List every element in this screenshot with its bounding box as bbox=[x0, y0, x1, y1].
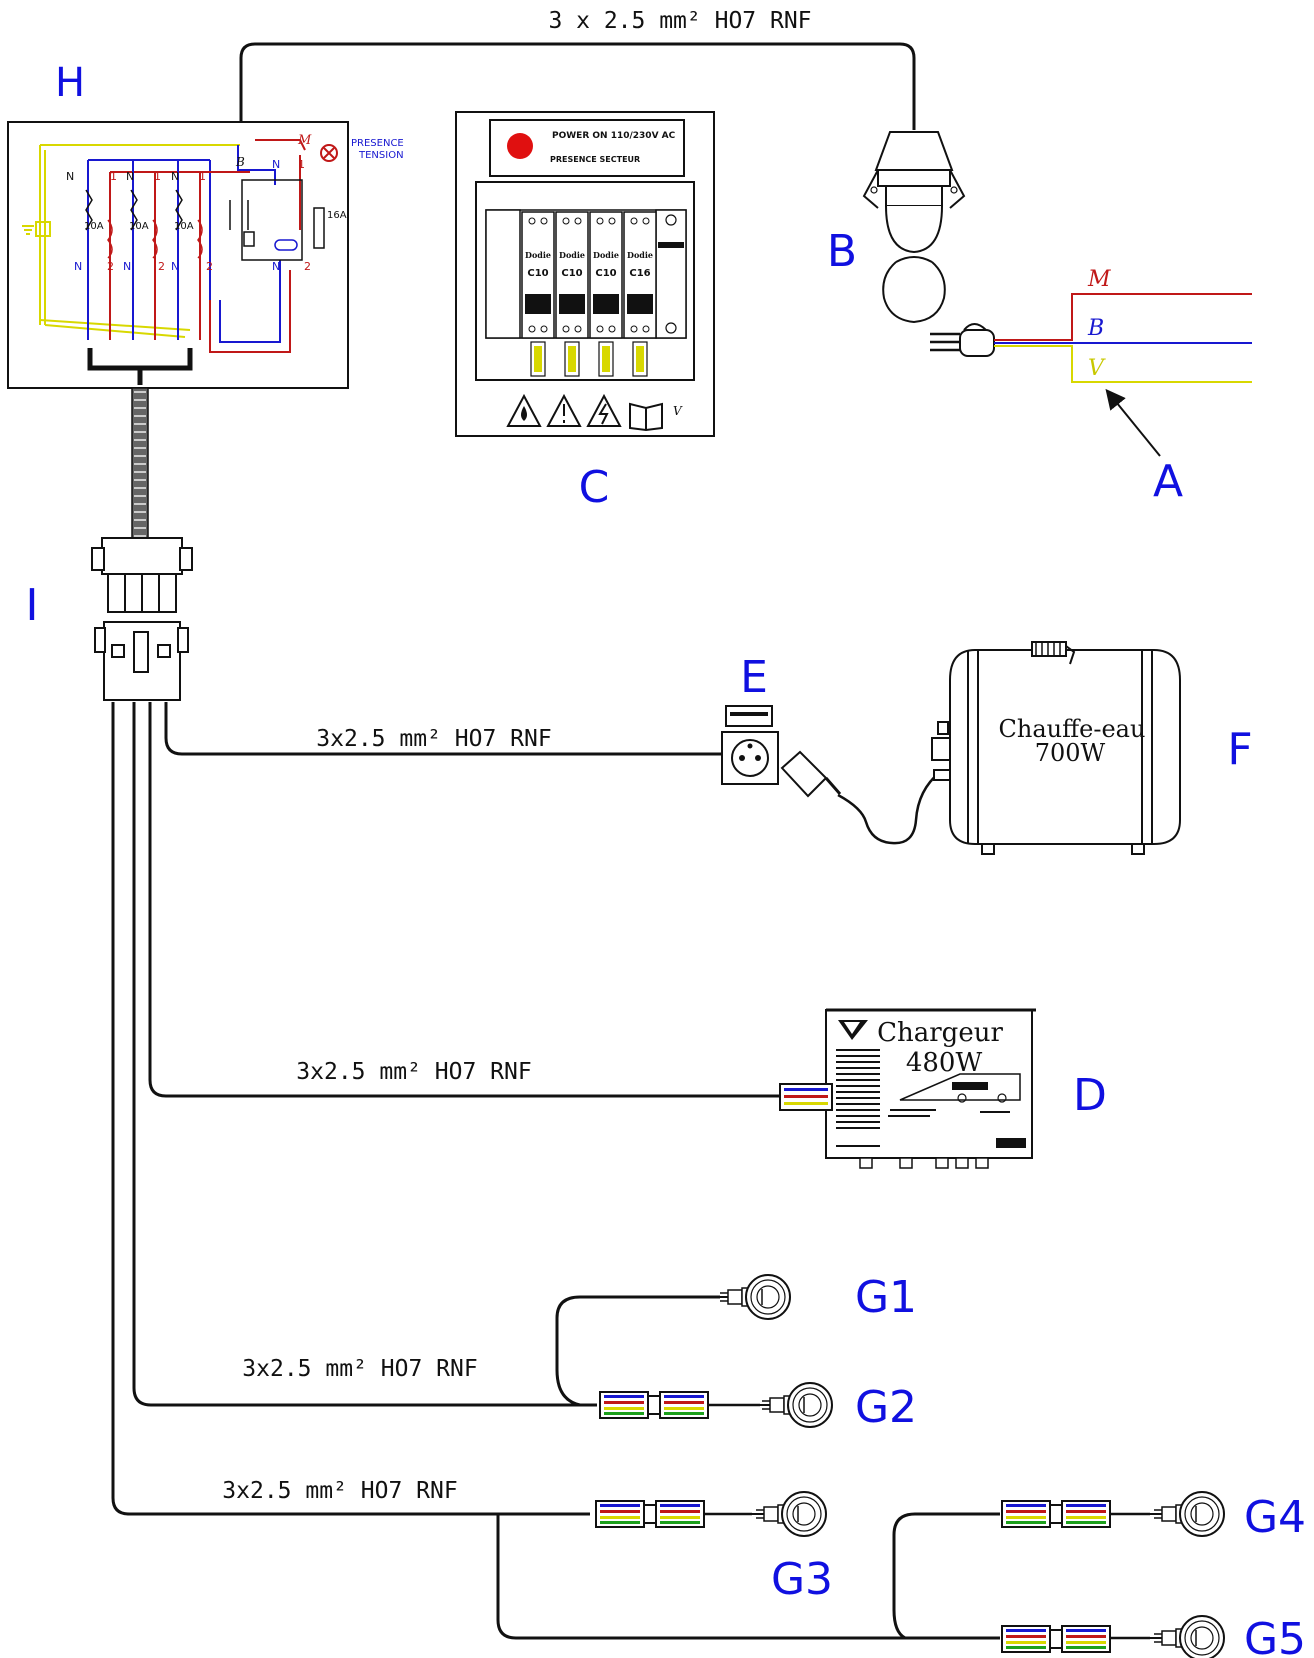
svg-text:N: N bbox=[74, 260, 82, 273]
label-d: D bbox=[1073, 1070, 1107, 1121]
svg-text:N: N bbox=[272, 158, 280, 171]
svg-text:2: 2 bbox=[158, 260, 165, 273]
svg-text:N: N bbox=[126, 170, 134, 183]
cable-labels: 3 x 2.5 mm² HO7 RNF 3x2.5 mm² HO7 RNF 3x… bbox=[222, 8, 811, 1504]
cable-i-to-e bbox=[164, 702, 722, 756]
cables bbox=[111, 42, 1000, 1640]
svg-text:2: 2 bbox=[304, 260, 311, 273]
connector-g4 bbox=[1001, 1500, 1111, 1528]
label-g1: G1 bbox=[855, 1272, 917, 1323]
cable-h-to-b bbox=[239, 42, 916, 132]
svg-text:1: 1 bbox=[154, 170, 161, 183]
svg-text:PRESENCE SECTEUR: PRESENCE SECTEUR bbox=[550, 155, 640, 164]
label-g4: G4 bbox=[1244, 1492, 1306, 1543]
svg-text:M: M bbox=[297, 133, 312, 148]
breaker-rating: C10 bbox=[527, 268, 548, 279]
panel-h: N 1 N 1 N 1 10A 10A 10A N 2 N 2 N 2 N 2 … bbox=[7, 121, 404, 389]
svg-text:1: 1 bbox=[298, 158, 305, 171]
label-e: E bbox=[740, 652, 768, 703]
presence-tension-line2: TENSION bbox=[358, 150, 404, 161]
svg-text:1: 1 bbox=[199, 170, 206, 183]
breaker-rating: C10 bbox=[561, 268, 582, 279]
svg-text:N: N bbox=[66, 170, 74, 183]
lamp-g2-icon bbox=[755, 1382, 833, 1428]
svg-text:N: N bbox=[272, 260, 280, 273]
svg-text:POWER ON 110/230V AC: POWER ON 110/230V AC bbox=[552, 131, 676, 141]
svg-text:N: N bbox=[123, 260, 131, 273]
manual-icon bbox=[629, 402, 663, 432]
svg-text:B: B bbox=[1087, 316, 1104, 341]
label-g5: G5 bbox=[1244, 1614, 1306, 1658]
label-g3: G3 bbox=[771, 1554, 833, 1605]
breaker-brand: Dodie bbox=[525, 250, 551, 260]
cable-i-to-g2 bbox=[132, 702, 597, 1407]
charger-label-line2: 480W bbox=[906, 1048, 983, 1078]
warning-icons bbox=[506, 393, 663, 432]
svg-text:M: M bbox=[1087, 267, 1111, 292]
connector-i bbox=[91, 537, 193, 701]
electric-warning-icon bbox=[586, 393, 622, 427]
charger-d: Chargeur 480W bbox=[825, 1008, 1036, 1169]
svg-text:N: N bbox=[171, 170, 179, 183]
cable-e-to-f bbox=[837, 771, 941, 845]
label-c: C bbox=[579, 462, 610, 513]
label-h: H bbox=[55, 60, 85, 106]
label-g2: G2 bbox=[855, 1382, 917, 1433]
svg-text:V: V bbox=[1088, 356, 1106, 381]
cable-g5-to-g4 bbox=[892, 1512, 1000, 1640]
svg-text:10A: 10A bbox=[174, 221, 194, 232]
cable-g2-to-g1 bbox=[555, 1295, 720, 1407]
wires-a: M B V bbox=[994, 267, 1252, 457]
svg-text:10A: 10A bbox=[84, 221, 104, 232]
connector-g3 bbox=[595, 1500, 705, 1528]
label-f: F bbox=[1227, 724, 1252, 775]
breaker-rating: C10 bbox=[595, 268, 616, 279]
cable-label-d: 3x2.5 mm² HO7 RNF bbox=[296, 1059, 531, 1085]
cable-label-g3: 3x2.5 mm² HO7 RNF bbox=[222, 1478, 457, 1504]
heater-label-line2: 700W bbox=[1035, 739, 1106, 767]
label-i: I bbox=[26, 580, 39, 631]
cable-g3-to-g5 bbox=[496, 1514, 1000, 1640]
breaker-brand: Dodie bbox=[559, 250, 585, 260]
svg-text:2: 2 bbox=[206, 260, 213, 273]
svg-text:N: N bbox=[171, 260, 179, 273]
label-b: B bbox=[827, 226, 857, 277]
charger-label-line1: Chargeur bbox=[877, 1018, 1003, 1048]
heater-label-line1: Chauffe-eau bbox=[999, 715, 1146, 743]
svg-text:V: V bbox=[673, 404, 683, 418]
cable-i-to-d bbox=[148, 702, 780, 1098]
svg-text:1: 1 bbox=[110, 170, 117, 183]
plug-b bbox=[862, 131, 995, 357]
presence-tension-line1: PRESENCE bbox=[351, 138, 404, 149]
lamp-g3-icon bbox=[749, 1491, 827, 1537]
cable-label-g2: 3x2.5 mm² HO7 RNF bbox=[242, 1356, 477, 1382]
inline-connectors bbox=[595, 1083, 1150, 1653]
connector-g5 bbox=[1001, 1625, 1111, 1653]
cable-label-top: 3 x 2.5 mm² HO7 RNF bbox=[548, 8, 811, 34]
breaker-brand: Dodie bbox=[627, 250, 653, 260]
component-letters: H B C A I E F D G1 G2 G3 G4 G5 bbox=[26, 60, 1307, 1658]
socket-e bbox=[721, 705, 842, 798]
svg-text:16A: 16A bbox=[327, 210, 347, 221]
cable-i-to-g3 bbox=[111, 702, 590, 1516]
svg-text:10A: 10A bbox=[129, 221, 149, 232]
lamp-g1-icon bbox=[713, 1274, 791, 1320]
label-a: A bbox=[1153, 456, 1183, 507]
svg-text:2: 2 bbox=[107, 260, 114, 273]
breaker-rating: C16 bbox=[629, 268, 650, 279]
lamp-g4-icon bbox=[1147, 1491, 1225, 1537]
cable-sheath bbox=[131, 387, 149, 549]
lamp-g5-icon bbox=[1147, 1615, 1225, 1658]
water-heater-f: Chauffe-eau 700W bbox=[931, 641, 1181, 855]
breaker-brand: Dodie bbox=[593, 250, 619, 260]
svg-text:B: B bbox=[235, 155, 245, 169]
connector-g2-a bbox=[599, 1391, 709, 1419]
cable-label-e: 3x2.5 mm² HO7 RNF bbox=[316, 726, 551, 752]
